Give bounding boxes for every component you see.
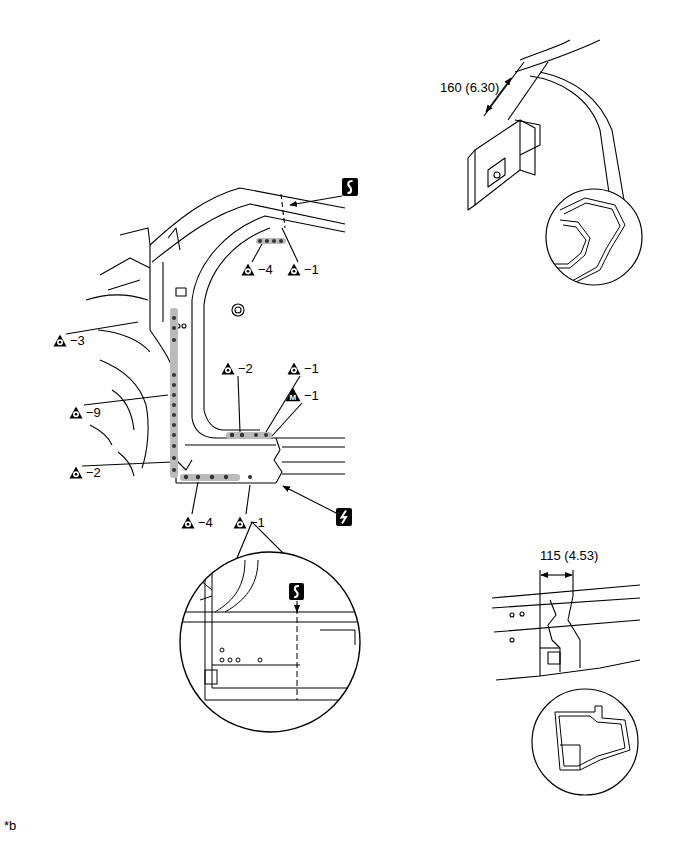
callout-number: −1	[304, 361, 319, 376]
callout-number: −4	[198, 515, 213, 530]
callout-number: −1	[250, 515, 265, 530]
callout-number: −9	[86, 405, 101, 420]
icon-letter: M	[290, 393, 297, 402]
callout-number: −2	[238, 361, 253, 376]
callout-number: −1	[304, 388, 319, 403]
callout-number: −2	[86, 465, 101, 480]
dimension-label: 160 (6.30)	[440, 80, 499, 95]
callout-number: −1	[304, 262, 319, 277]
callout-number: −4	[258, 262, 273, 277]
figure-tag: *b	[4, 818, 16, 833]
callout-number: −3	[70, 333, 85, 348]
dimension-label: 115 (4.53)	[540, 548, 598, 563]
